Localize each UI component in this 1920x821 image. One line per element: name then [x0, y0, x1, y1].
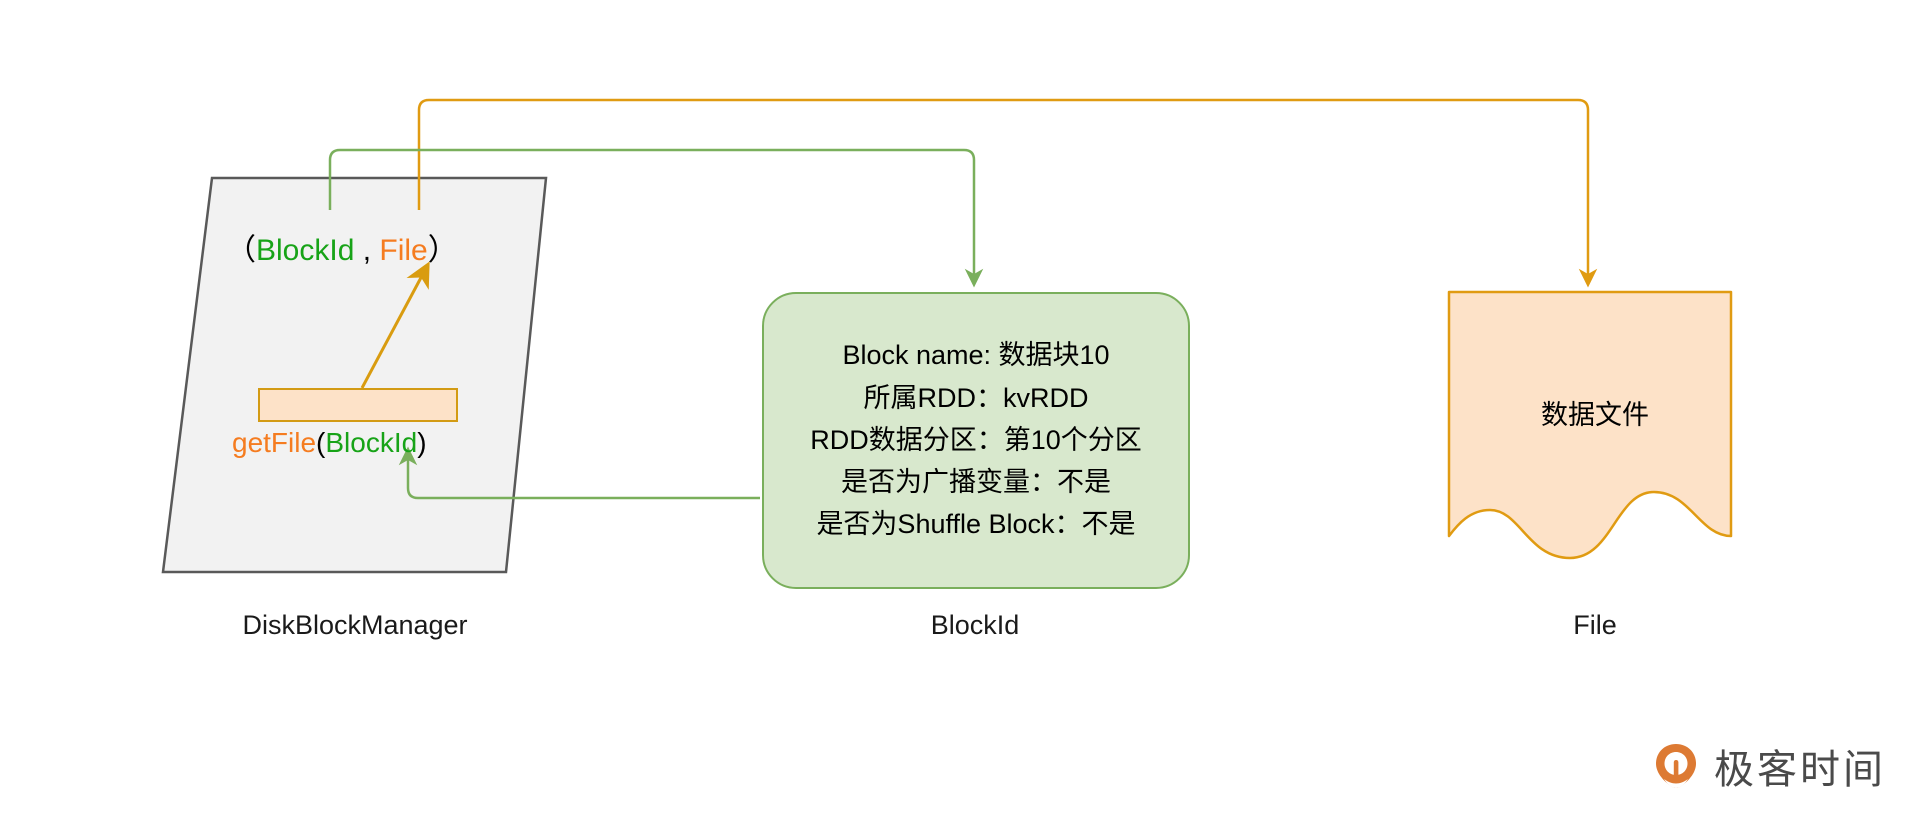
blockid-line-partition: RDD数据分区：第10个分区 [810, 424, 1142, 455]
blockid-detail-box: Block name: 数据块10 所属RDD：kvRDD RDD数据分区：第1… [762, 292, 1190, 589]
tuple-open-paren: （ [226, 234, 256, 267]
tuple-key-blockid: BlockId [256, 234, 355, 267]
blockid-line-rdd: 所属RDD：kvRDD [863, 382, 1089, 413]
watermark: 极客时间 [1651, 737, 1886, 795]
caption-file: File [1573, 610, 1617, 640]
blockid-line-shuffle: 是否为Shuffle Block：不是 [816, 509, 1136, 540]
connector-blockid-green [328, 148, 984, 288]
getfile-method-bar [258, 388, 458, 422]
getfile-open-paren: ( [316, 427, 326, 458]
file-document-label: 数据文件 [1541, 400, 1649, 430]
getfile-close-paren: ) [417, 427, 427, 458]
getfile-name: getFile [232, 427, 317, 458]
disk-block-manager-shape [161, 176, 548, 574]
getfile-signature: getFile(BlockId) [232, 427, 427, 459]
watermark-text: 极客时间 [1714, 747, 1886, 793]
blockid-line-name: Block name: 数据块10 [842, 340, 1110, 371]
blockid-line-broadcast: 是否为广播变量：不是 [841, 467, 1111, 498]
tuple-comma: , [354, 234, 380, 267]
geekbang-logo-icon [1656, 744, 1696, 788]
tuple-value-file: File [379, 234, 428, 267]
caption-disk-block-manager: DiskBlockManager [242, 610, 468, 640]
tuple-close-paren: ） [427, 234, 458, 267]
connector-getfile-to-file [360, 261, 430, 389]
connector-getfile-green [398, 446, 760, 500]
file-document-shape [1447, 290, 1733, 560]
blockid-file-tuple: （BlockId , File） [226, 225, 458, 269]
caption-blockid: BlockId [930, 610, 1020, 640]
connector-file-orange [417, 98, 1598, 288]
getfile-arg-blockid: BlockId [325, 427, 418, 458]
